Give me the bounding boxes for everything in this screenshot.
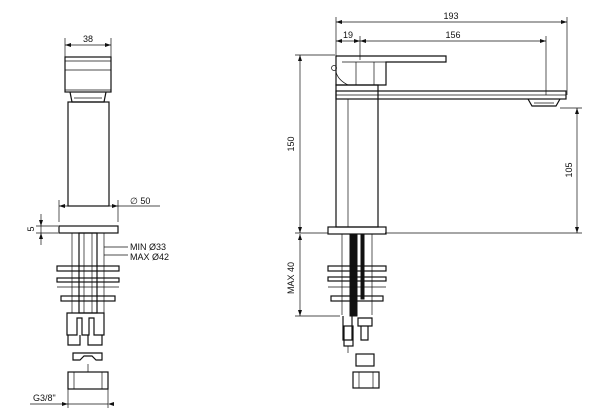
body-side [335, 84, 379, 228]
overall-length-dimension: 193 [335, 11, 568, 95]
flange-thickness-dimension: 5 [26, 214, 58, 245]
side-view: 193 19 156 [286, 11, 582, 389]
flange-diameter-label: ∅ 50 [130, 196, 150, 206]
connector-nut-front [67, 364, 109, 390]
total-height-dimension: 150 [286, 54, 335, 234]
overall-length-label: 193 [443, 11, 458, 21]
hole-size-callout: MIN Ø33 MAX Ø42 [104, 242, 169, 262]
connector-nut-side [352, 353, 380, 389]
front-view: 38 ∅ 50 [26, 34, 169, 408]
flange-side [327, 226, 387, 235]
thread-label: G3/8" [33, 393, 56, 403]
flange-front [58, 225, 119, 234]
aerator-front [69, 91, 107, 103]
body-offset-label: 19 [343, 30, 353, 40]
width-label: 38 [83, 34, 93, 44]
shank-side [327, 233, 387, 317]
flange-thickness-label: 5 [26, 226, 36, 231]
spout-length-label: 156 [445, 30, 460, 40]
hole-min-label: MIN Ø33 [130, 242, 166, 252]
body-front [67, 101, 110, 207]
spout-height-dimension: 105 [385, 107, 582, 234]
max-deck-dimension: MAX 40 [286, 234, 340, 317]
hole-max-label: MAX Ø42 [130, 252, 169, 262]
spout-height-label: 105 [564, 162, 574, 177]
flange-diameter-dimension: ∅ 50 [58, 196, 160, 222]
max-deck-label: MAX 40 [286, 262, 296, 294]
handle-front [64, 56, 112, 93]
hoses-side [342, 316, 373, 353]
hoses-front [66, 312, 105, 361]
total-height-label: 150 [286, 136, 296, 151]
width-dimension: 38 [64, 34, 112, 58]
spout-side [335, 90, 567, 107]
handle-lever-side [331, 55, 447, 86]
spout-length-dimension: 19 156 [336, 30, 547, 95]
shank-front [56, 232, 120, 314]
thread-dimension: G3/8" [30, 380, 114, 408]
